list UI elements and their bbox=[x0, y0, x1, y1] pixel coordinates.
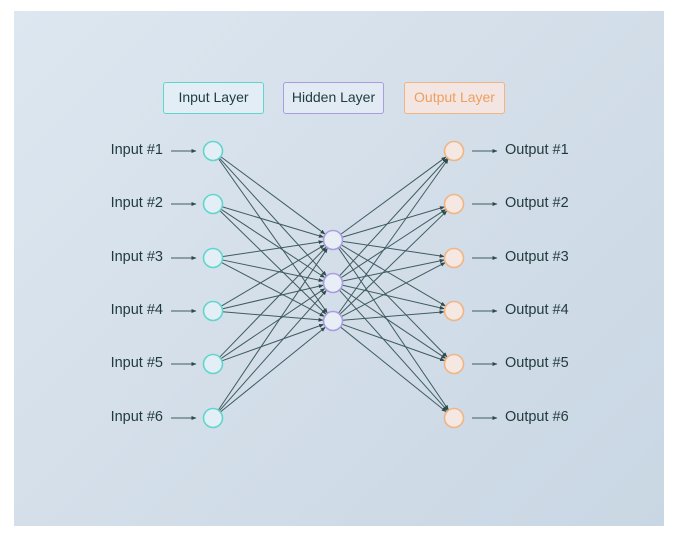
edge-hidden-2-output-3 bbox=[342, 258, 445, 282]
edge-hidden-2-output-2 bbox=[340, 209, 447, 279]
input-node-6 bbox=[202, 407, 224, 429]
output-label-2: Output #2 bbox=[505, 195, 569, 211]
edge-input-3-hidden-3 bbox=[221, 261, 325, 317]
edge-hidden-2-output-1 bbox=[339, 158, 448, 277]
output-node-3 bbox=[443, 247, 465, 269]
edge-hidden-3-output-5 bbox=[341, 323, 446, 362]
output-label-4: Output #4 bbox=[505, 302, 569, 318]
edge-hidden-3-output-4 bbox=[342, 310, 445, 321]
edge-hidden-2-output-4 bbox=[342, 284, 445, 310]
edge-input-3-hidden-1 bbox=[222, 240, 324, 258]
output-node-5 bbox=[443, 353, 465, 375]
hidden-node-3 bbox=[322, 310, 344, 332]
input-node-1 bbox=[202, 140, 224, 162]
hidden-node-1 bbox=[322, 229, 344, 251]
edge-input-4-hidden-2 bbox=[222, 284, 324, 310]
output-node-6 bbox=[443, 407, 465, 429]
edge-input-5-hidden-2 bbox=[220, 288, 326, 360]
input-node-4 bbox=[202, 300, 224, 322]
output-label-1: Output #1 bbox=[505, 142, 569, 158]
edge-input-5-hidden-1 bbox=[219, 246, 327, 358]
edge-input-2-hidden-1 bbox=[221, 206, 324, 238]
edge-input-4-hidden-3 bbox=[222, 311, 324, 322]
edge-hidden-3-output-3 bbox=[341, 262, 446, 318]
output-node-2 bbox=[443, 193, 465, 215]
legend-output-layer: Output Layer bbox=[404, 82, 505, 114]
edge-hidden-2-output-6 bbox=[338, 289, 448, 411]
edge-input-6-hidden-3 bbox=[220, 326, 326, 413]
input-label-2: Input #2 bbox=[110, 195, 163, 211]
edge-hidden-1-output-1 bbox=[340, 156, 447, 235]
edge-hidden-3-output-6 bbox=[340, 326, 447, 413]
input-label-1: Input #1 bbox=[110, 142, 163, 158]
output-node-1 bbox=[443, 140, 465, 162]
edge-input-6-hidden-2 bbox=[218, 290, 327, 412]
edge-hidden-3-output-1 bbox=[338, 158, 449, 314]
edge-hidden-1-output-2 bbox=[341, 206, 445, 238]
input-node-2 bbox=[202, 193, 224, 215]
edge-input-1-hidden-3 bbox=[218, 158, 328, 314]
input-label-3: Input #3 bbox=[110, 249, 163, 265]
edge-hidden-1-output-6 bbox=[337, 247, 449, 411]
edge-hidden-2-output-5 bbox=[340, 287, 447, 359]
edge-input-1-hidden-2 bbox=[219, 157, 327, 276]
input-label-5: Input #5 bbox=[110, 355, 163, 371]
edge-input-2-hidden-3 bbox=[219, 210, 327, 315]
hidden-node-2 bbox=[322, 272, 344, 294]
edge-input-6-hidden-1 bbox=[217, 247, 328, 411]
legend-input-layer: Input Layer bbox=[163, 82, 264, 114]
input-label-4: Input #4 bbox=[110, 302, 163, 318]
output-label-5: Output #5 bbox=[505, 355, 569, 371]
input-node-3 bbox=[202, 247, 224, 269]
legend-hidden-layer: Hidden Layer bbox=[283, 82, 384, 114]
output-label-3: Output #3 bbox=[505, 249, 569, 265]
edge-input-5-hidden-3 bbox=[221, 323, 325, 362]
edge-input-1-hidden-1 bbox=[220, 156, 326, 235]
edge-hidden-3-output-2 bbox=[339, 210, 448, 315]
edge-input-3-hidden-2 bbox=[222, 259, 324, 283]
edge-hidden-1-output-3 bbox=[342, 240, 445, 258]
output-label-6: Output #6 bbox=[505, 409, 569, 425]
output-node-4 bbox=[443, 300, 465, 322]
input-label-6: Input #6 bbox=[110, 409, 163, 425]
input-node-5 bbox=[202, 353, 224, 375]
edge-input-4-hidden-1 bbox=[220, 244, 325, 307]
edge-hidden-1-output-5 bbox=[339, 246, 448, 358]
